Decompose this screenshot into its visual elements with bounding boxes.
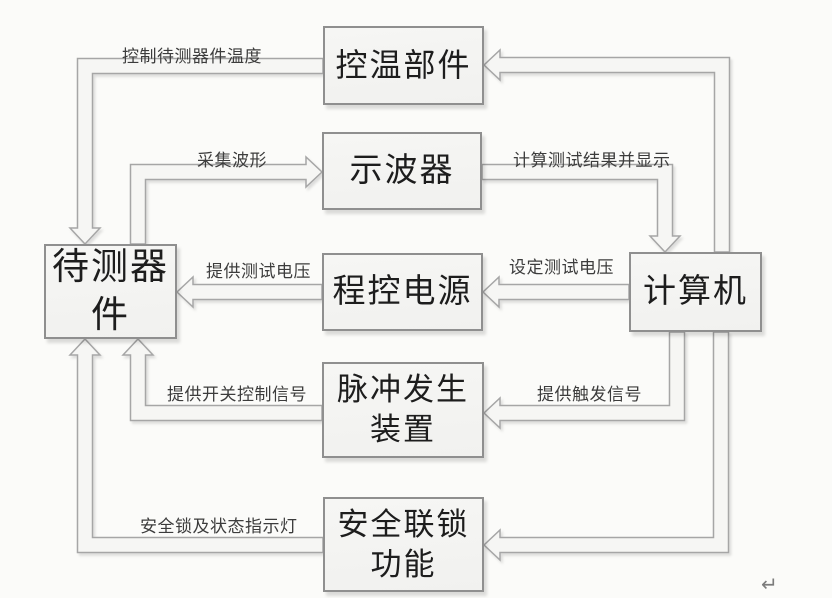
node-device-under-test-label: 待测器 件: [52, 247, 169, 336]
arrow-psu-to-dut: [175, 275, 323, 309]
arrow-label-set-test-voltage: 设定测试电压: [509, 258, 614, 277]
arrow-label-provide-switch-control-signal: 提供开关控制信号: [167, 385, 307, 404]
arrow-pc-to-pulse: [482, 331, 686, 430]
arrow-pc-to-safety: [482, 331, 730, 562]
node-programmable-power-supply: 程控电源: [322, 253, 483, 331]
node-temperature-control: 控温部件: [323, 26, 484, 105]
node-pulse-generator-label: 脉冲发生 装置: [337, 372, 469, 447]
arrow-label-compute-and-display-results: 计算测试结果并显示: [513, 151, 671, 170]
arrow-label-acquire-waveform: 采集波形: [197, 151, 267, 170]
node-computer: 计算机: [629, 252, 762, 332]
arrow-pc-to-temp: [482, 48, 731, 253]
return-icon: ↵: [761, 572, 778, 596]
arrow-dut-to-osc: [129, 155, 324, 245]
node-temperature-control-label: 控温部件: [335, 47, 472, 84]
arrow-label-provide-trigger-signal: 提供触发信号: [537, 385, 642, 404]
node-computer-label: 计算机: [643, 273, 748, 310]
node-pulse-generator: 脉冲发生 装置: [322, 362, 484, 458]
node-programmable-power-supply-label: 程控电源: [332, 273, 473, 310]
node-device-under-test: 待测器 件: [44, 244, 177, 339]
arrow-temp-to-dut: [68, 57, 324, 246]
arrow-label-control-dut-temperature: 控制待测器件温度: [122, 47, 262, 66]
node-oscilloscope-label: 示波器: [349, 152, 455, 189]
arrow-pc-to-psu: [481, 275, 630, 309]
node-oscilloscope: 示波器: [322, 132, 482, 210]
arrow-osc-to-pc: [481, 163, 682, 254]
arrow-label-safety-lock-and-status-indicator: 安全锁及状态指示灯: [140, 517, 298, 536]
arrow-safety-to-dut: [68, 337, 324, 554]
node-safety-interlock: 安全联锁 功能: [323, 497, 484, 592]
arrow-label-provide-test-voltage: 提供测试电压: [206, 262, 311, 281]
node-safety-interlock-label: 安全联锁 功能: [337, 506, 470, 582]
arrow-pulse-to-dut: [121, 337, 323, 422]
